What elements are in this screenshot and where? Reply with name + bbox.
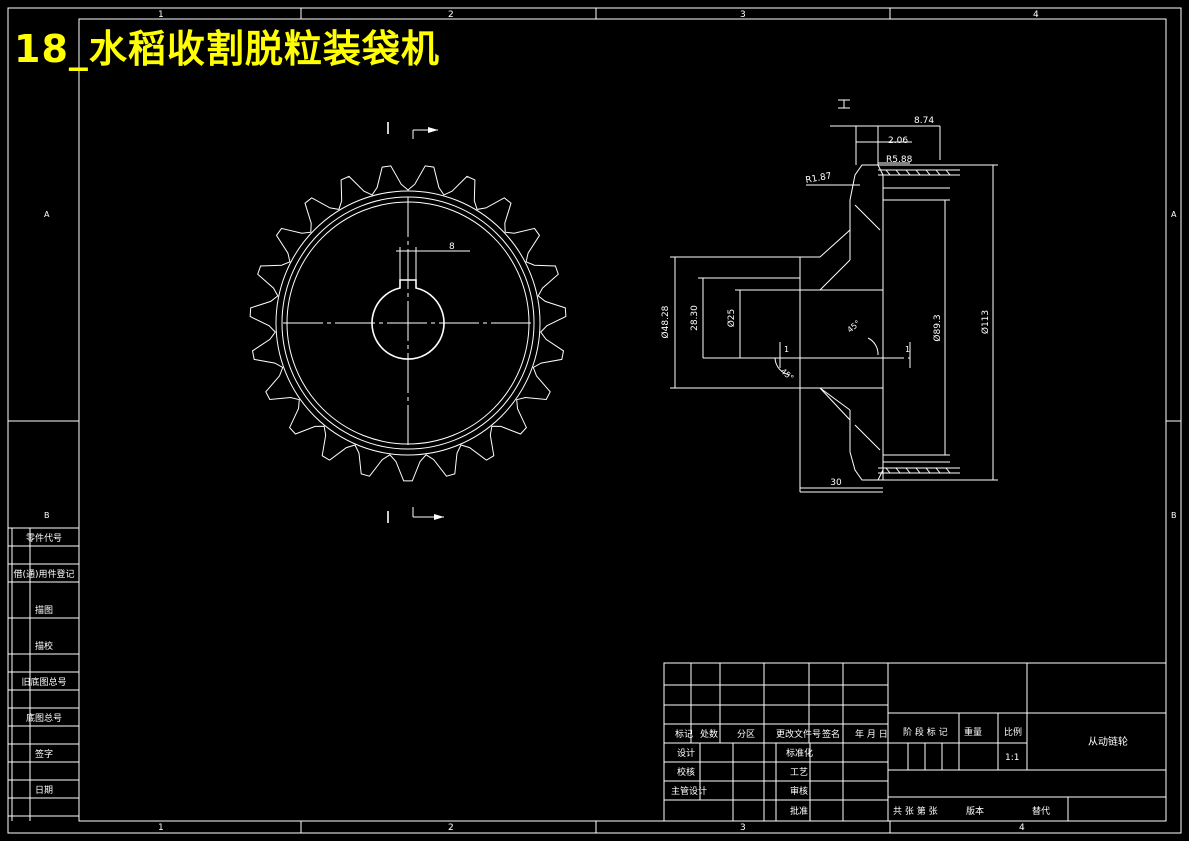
zone-labels-side: A B A B <box>44 210 1177 520</box>
front-view: 8 <box>249 122 567 523</box>
tb-sign: 设计 <box>677 747 695 759</box>
tb-header: 年 月 日 <box>855 728 888 740</box>
zone-label: A <box>1171 210 1177 219</box>
tb-std: 标准化 <box>786 747 813 759</box>
left-label: 签字 <box>35 748 53 760</box>
zone-label: 2 <box>448 823 454 833</box>
inner-frame <box>78 18 1167 822</box>
dim-text: R5.88 <box>886 155 913 165</box>
left-label: 日期 <box>35 785 53 796</box>
tb-header: 标记 <box>675 728 693 740</box>
tb-weight: 重量 <box>964 726 982 738</box>
left-label: 底图总号 <box>26 712 62 724</box>
dim-text: 1 <box>905 345 910 354</box>
outer-frame <box>7 7 1182 834</box>
left-label: 旧底图总号 <box>21 676 66 688</box>
side-dimension-lines <box>670 125 998 489</box>
dim-text: 2.06 <box>888 136 908 146</box>
dim-text: Ø89.3 <box>932 314 943 341</box>
root-circle <box>275 190 541 456</box>
side-view: 8.74 2.06 R5.88 R1.87 Ø48.28 28.30 Ø25 Ø… <box>660 99 998 493</box>
left-label: 借(通)用件登记 <box>13 568 74 580</box>
dim-text: 45° <box>779 367 796 383</box>
zone-label: 3 <box>740 10 746 20</box>
left-column-table <box>8 527 79 821</box>
tb-sheet-info: 共 张 第 张 <box>893 805 938 817</box>
tb-sign: 校核 <box>677 766 695 778</box>
dim-text: 28.30 <box>690 305 700 331</box>
dim-text: Ø48.28 <box>660 305 671 338</box>
tb-header: 签名 <box>822 728 840 740</box>
tb-std: 工艺 <box>790 767 808 778</box>
zone-labels-bottom: 1 2 3 4 <box>158 823 1025 833</box>
left-label: 零件代号 <box>26 532 62 544</box>
zone-label: 2 <box>448 10 454 20</box>
zone-label: 3 <box>740 823 746 833</box>
tb-scale-label: 比例 <box>1004 726 1022 738</box>
tb-version: 版本 <box>966 805 984 817</box>
zone-label: 1 <box>158 10 164 20</box>
title-block-text: 标记 处数 分区 更改文件号 签名 年 月 日 设计 校核 主管设计 标准化 工… <box>671 726 1128 817</box>
dim-text: 8.74 <box>914 116 934 126</box>
dim-text: R1.87 <box>805 172 833 186</box>
tb-stage: 阶 段 标 记 <box>903 726 948 738</box>
zone-label: 4 <box>1033 10 1039 20</box>
tb-sign: 主管设计 <box>671 785 707 797</box>
tb-std: 审核 <box>790 785 808 797</box>
tb-header: 分区 <box>737 729 755 740</box>
dim-text: 45° <box>846 319 863 335</box>
zone-label: B <box>44 511 50 520</box>
tb-header: 处数 <box>700 728 718 740</box>
zone-label: B <box>1171 511 1177 520</box>
tb-replace: 替代 <box>1032 805 1050 817</box>
dim-text: 30 <box>830 478 842 488</box>
zone-dividers <box>8 8 1181 833</box>
keyway-dim: 8 <box>449 242 455 252</box>
dim-text: Ø113 <box>980 310 991 334</box>
left-label: 描校 <box>35 640 53 652</box>
tb-std: 批准 <box>790 805 808 817</box>
dim-text: Ø25 <box>726 309 737 328</box>
zone-label: 4 <box>1019 823 1025 833</box>
page-title: 18_水稻收割脱粒装袋机 <box>14 27 440 71</box>
title-block-grid <box>663 662 1167 822</box>
tb-scale: 1:1 <box>1005 753 1019 763</box>
bore-keyway <box>371 279 445 360</box>
left-column-labels: 零件代号 借(通)用件登记 描图 描校 旧底图总号 底图总号 签字 日期 <box>13 532 74 796</box>
zone-label: A <box>44 210 50 219</box>
dim-text: 1 <box>784 345 789 354</box>
section-hatch <box>854 169 951 474</box>
tb-header: 更改文件号 <box>776 728 821 740</box>
zone-labels-top: 1 2 3 4 <box>158 10 1039 20</box>
sprocket-teeth-outline <box>249 165 567 482</box>
zone-label: 1 <box>158 823 164 833</box>
tb-part-name: 从动链轮 <box>1088 735 1128 748</box>
left-label: 描图 <box>35 604 53 616</box>
